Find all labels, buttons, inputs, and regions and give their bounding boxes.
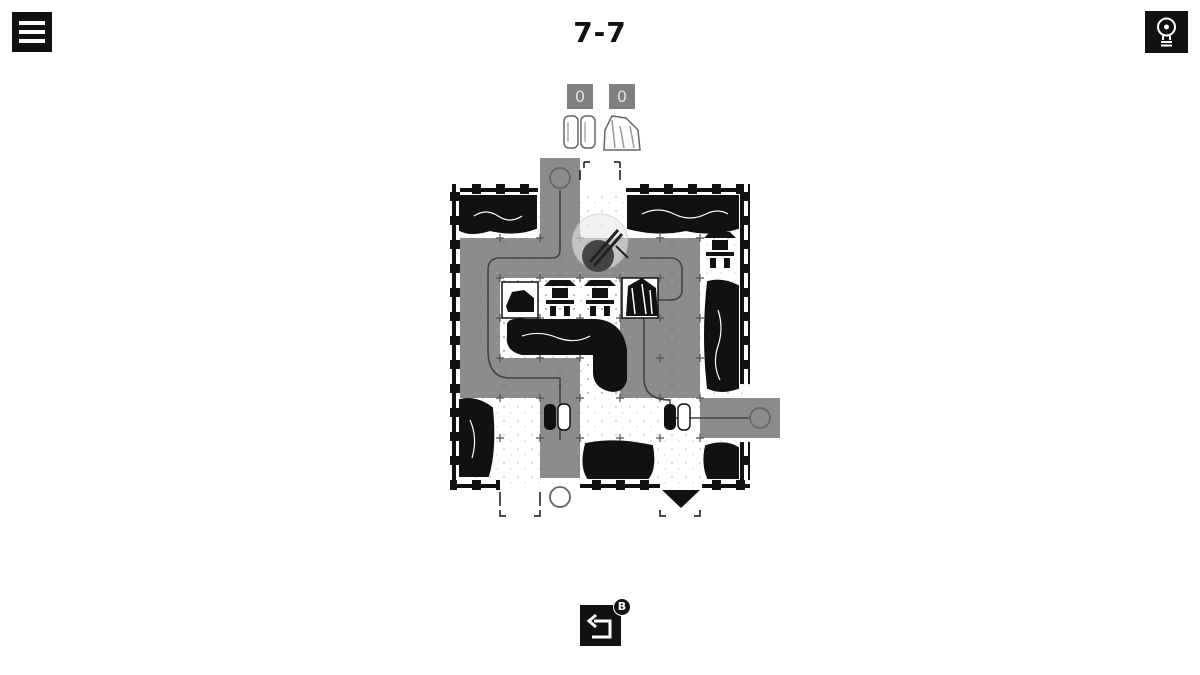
water-waves <box>469 209 729 459</box>
menu-icon-bar <box>19 30 45 34</box>
stone-counter: 0 <box>609 84 635 109</box>
exit-marker <box>662 490 700 508</box>
stone-icon <box>603 115 641 151</box>
outer-wall <box>450 184 750 490</box>
resource-icons <box>563 115 641 151</box>
undo-key-badge: B <box>613 598 631 616</box>
bridge-planks[interactable] <box>544 403 691 431</box>
hint-button[interactable] <box>1145 11 1188 53</box>
gate-markers <box>499 161 701 517</box>
water-tiles <box>459 195 739 479</box>
menu-icon <box>19 21 45 25</box>
menu-button[interactable] <box>12 12 52 52</box>
game-board[interactable] <box>430 150 790 525</box>
lantern-pieces[interactable] <box>544 232 736 316</box>
menu-icon-bar <box>19 39 45 43</box>
level-title: 7-7 <box>573 16 627 49</box>
undo-icon <box>586 613 612 639</box>
bridge-counter: 0 <box>567 84 593 109</box>
grid-marks <box>496 234 704 442</box>
rock-obstacles[interactable] <box>501 277 659 319</box>
bridge-plank-icon <box>563 115 596 149</box>
player-piece[interactable] <box>571 213 629 272</box>
lightbulb-icon <box>1157 17 1176 47</box>
goal-circles <box>549 167 771 508</box>
